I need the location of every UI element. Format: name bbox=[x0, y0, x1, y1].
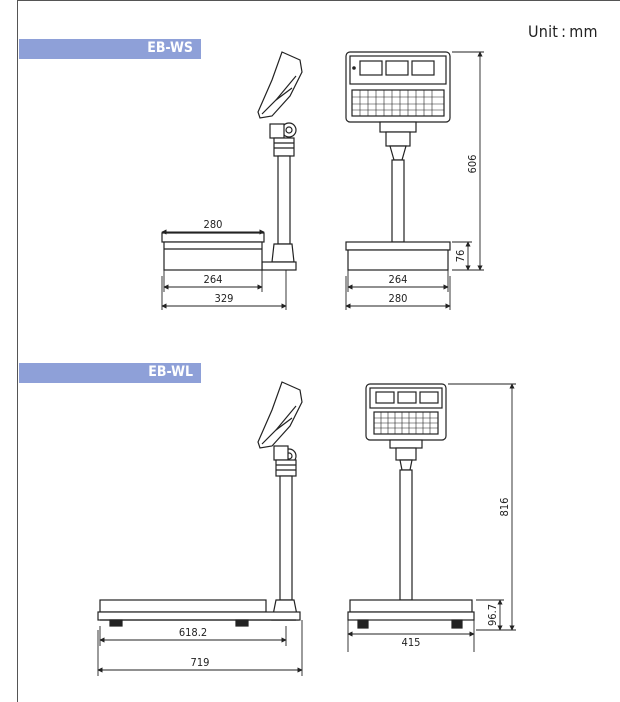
ebws-dim-b: 264 bbox=[204, 273, 223, 286]
unit-label: Unit : mm bbox=[528, 22, 598, 41]
ebws-dim-d: 264 bbox=[389, 273, 408, 286]
ebws-dim-c: 329 bbox=[215, 292, 234, 305]
ebwl-dim-p: 96.7 bbox=[486, 604, 499, 626]
ebws-dim-h: 606 bbox=[466, 155, 479, 174]
ebwl-front-view bbox=[347, 383, 475, 629]
ebws-dim-a: 280 bbox=[204, 218, 223, 231]
frame-left-border bbox=[17, 0, 18, 702]
ebws-dim-e: 280 bbox=[389, 292, 408, 305]
frame-top-border bbox=[17, 0, 620, 1]
section-label-ebwl: EB-WL bbox=[148, 364, 193, 380]
ebwl-front-dims bbox=[347, 383, 516, 652]
ebwl-dim-c: 415 bbox=[402, 636, 421, 649]
ebws-dim-p: 76 bbox=[454, 250, 467, 263]
ebwl-side-dims bbox=[97, 620, 303, 676]
ebwl-dim-h: 816 bbox=[498, 498, 511, 517]
ebws-front-dims bbox=[345, 51, 484, 310]
ebws-side-dims bbox=[161, 229, 287, 310]
ebwl-dim-a: 618.2 bbox=[179, 626, 207, 639]
ebwl-side-view bbox=[97, 381, 303, 627]
ebwl-dim-b: 719 bbox=[191, 656, 210, 669]
ebws-front-view bbox=[345, 51, 451, 271]
section-header-ebws: EB-WS bbox=[19, 39, 201, 59]
section-label-ebws: EB-WS bbox=[147, 40, 193, 56]
section-header-ebwl: EB-WL bbox=[19, 363, 201, 383]
ebws-side-view bbox=[161, 51, 303, 271]
